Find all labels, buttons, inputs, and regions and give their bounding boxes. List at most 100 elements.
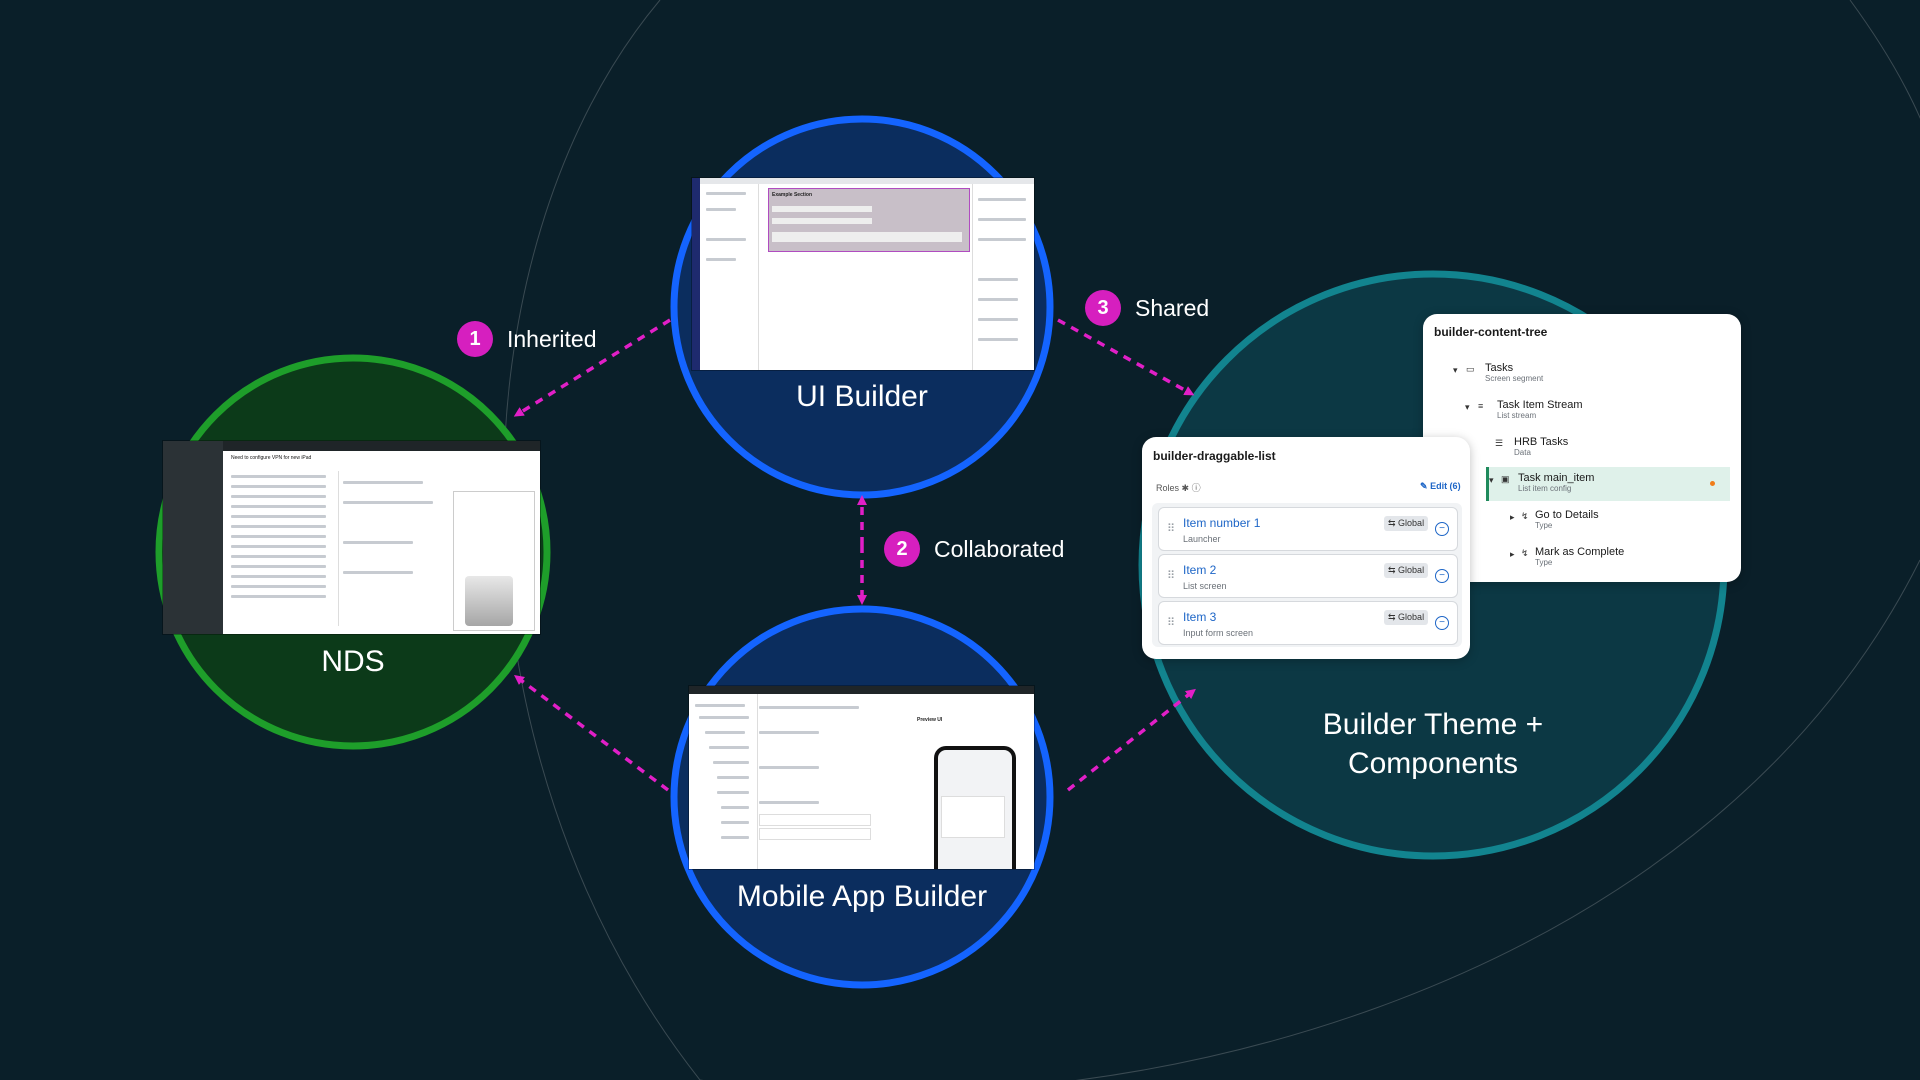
list-item-name[interactable]: Item 2: [1183, 563, 1217, 577]
remove-icon[interactable]: −: [1435, 522, 1449, 536]
builder-theme-label-line2: Components: [1347, 747, 1519, 780]
arrow-shared: [1057, 318, 1195, 396]
nds-label: NDS: [321, 645, 385, 678]
tree-node-sub: Type: [1535, 521, 1553, 530]
list-icon: ≡: [1478, 401, 1484, 411]
list-item[interactable]: ⠿ Item 3 Input form screen ⇆ Global −: [1158, 601, 1458, 645]
nds-right-panel: [453, 491, 535, 631]
modified-dot-icon: [1710, 481, 1715, 486]
caret-right-icon[interactable]: ▸: [1510, 549, 1515, 559]
tree-node-mark-as-complete[interactable]: ▸ ↯ Mark as Complete Type: [1510, 546, 1625, 567]
tree-node-sub: Data: [1514, 448, 1531, 457]
action-icon: ↯: [1521, 548, 1529, 558]
list-item[interactable]: ⠿ Item 2 List screen ⇆ Global −: [1158, 554, 1458, 598]
drag-handle-icon[interactable]: ⠿: [1167, 570, 1175, 582]
roles-row: Roles ✱ ⓘ: [1156, 481, 1201, 494]
tree-node-label: HRB Tasks: [1514, 436, 1569, 448]
tree-node-sub: List item config: [1518, 484, 1572, 493]
global-icon: ⇆: [1388, 565, 1399, 575]
remove-icon[interactable]: −: [1435, 569, 1449, 583]
nds-screenshot: Need to configure VPN for new iPad: [163, 441, 540, 634]
mobile-app-builder-label: Mobile App Builder: [736, 880, 988, 913]
ipad-image: [465, 576, 513, 626]
background-arc-right: [1849, 0, 1920, 260]
tree-node-selected-row[interactable]: [1486, 467, 1730, 501]
tree-node-hrb-tasks[interactable]: ☰ HRB Tasks Data: [1495, 436, 1569, 457]
tree-node-sub: Screen segment: [1485, 374, 1544, 383]
card-icon: ▣: [1501, 474, 1510, 484]
relation-inherited: 1 Inherited: [457, 321, 597, 357]
ui-builder-screenshot: Example Section: [692, 178, 1034, 370]
ui-builder-left-rail: [692, 178, 700, 370]
global-tag: ⇆ Global: [1384, 610, 1429, 625]
caret-down-icon[interactable]: ▾: [1465, 402, 1470, 412]
relation-collaborated: 2 Collaborated: [884, 531, 1064, 567]
arrow-mobile-to-theme: [1066, 688, 1196, 792]
mobile-tree-panel: [689, 694, 758, 869]
list-item-name[interactable]: Item number 1: [1183, 516, 1261, 530]
drag-handle-icon[interactable]: ⠿: [1167, 617, 1175, 629]
nds-tabbar: [223, 441, 540, 451]
roles-label: Roles: [1156, 483, 1180, 493]
tree-node-task-main-item[interactable]: ▾ ▣ Task main_item List item config: [1489, 472, 1595, 493]
tree-node-label: Mark as Complete: [1535, 546, 1625, 558]
builder-theme-label-line1: Builder Theme +: [1322, 708, 1544, 741]
ui-builder-label: UI Builder: [796, 380, 928, 413]
content-tree-card: builder-content-tree ▾ ▭ Tasks Screen se…: [1423, 314, 1741, 582]
tree-node-label: Go to Details: [1535, 509, 1599, 521]
edit-roles-label: Edit (6): [1430, 481, 1461, 491]
action-icon: ↯: [1521, 511, 1529, 521]
caret-right-icon[interactable]: ▸: [1510, 512, 1515, 522]
mobile-app-builder-screenshot: Preview UI: [689, 686, 1034, 869]
relation-number-badge: 2: [884, 531, 920, 567]
remove-icon[interactable]: −: [1435, 616, 1449, 630]
edit-icon: ✎: [1420, 481, 1428, 491]
caret-down-icon[interactable]: ▾: [1453, 365, 1458, 375]
nds-heading: Need to configure VPN for new iPad: [231, 455, 312, 461]
global-tag: ⇆ Global: [1384, 516, 1429, 531]
tree-node-go-to-details[interactable]: ▸ ↯ Go to Details Type: [1510, 509, 1599, 530]
builder-theme-label: Builder Theme + Components: [1233, 705, 1633, 783]
relation-label: Shared: [1135, 294, 1210, 321]
relation-label: Collaborated: [934, 535, 1065, 562]
tree-node-label: Tasks: [1485, 362, 1514, 374]
list-item-name[interactable]: Item 3: [1183, 610, 1217, 624]
ui-builder-section-title: Example Section: [772, 192, 813, 198]
required-asterisk-icon: ✱: [1181, 483, 1190, 493]
ui-builder-right-panel: [972, 184, 1034, 370]
global-tag-label: Global: [1398, 565, 1425, 575]
caret-down-icon[interactable]: ▾: [1489, 475, 1494, 485]
content-tree-title: builder-content-tree: [1434, 325, 1548, 339]
tree-node-tasks[interactable]: ▾ ▭ Tasks Screen segment: [1453, 362, 1544, 383]
arrow-nds-to-mobile: [513, 675, 670, 792]
mobile-preview-title: Preview UI: [917, 717, 943, 723]
info-icon: ⓘ: [1191, 483, 1201, 493]
background-arc-bottom: [700, 559, 1920, 1080]
folder-icon: ▭: [1466, 364, 1475, 374]
global-icon: ⇆: [1388, 518, 1399, 528]
global-tag: ⇆ Global: [1384, 563, 1429, 578]
draggable-list-card: builder-draggable-list Roles ✱ ⓘ ✎ Edit …: [1142, 437, 1470, 659]
ui-builder-left-panel: [700, 184, 759, 370]
global-tag-label: Global: [1398, 612, 1425, 622]
relation-number-badge: 1: [457, 321, 493, 357]
draggable-list-title: builder-draggable-list: [1153, 449, 1276, 463]
list-item[interactable]: ⠿ Item number 1 Launcher ⇆ Global −: [1158, 507, 1458, 551]
list-item-sub: Launcher: [1183, 534, 1221, 544]
database-icon: ☰: [1495, 438, 1504, 448]
tree-node-label: Task Item Stream: [1497, 399, 1583, 411]
edit-roles-link[interactable]: ✎ Edit (6): [1420, 481, 1461, 492]
relation-label: Inherited: [507, 325, 597, 352]
tree-node-task-item-stream[interactable]: ▾ ≡ Task Item Stream List stream: [1465, 399, 1583, 420]
nds-sidebar: [163, 441, 223, 634]
relation-number-badge: 3: [1085, 290, 1121, 326]
drag-handle-icon[interactable]: ⠿: [1167, 523, 1175, 535]
tree-node-label: Task main_item: [1518, 472, 1595, 484]
list-item-sub: List screen: [1183, 581, 1227, 591]
tree-node-sub: Type: [1535, 558, 1553, 567]
tree-node-sub: List stream: [1497, 411, 1537, 420]
list-item-sub: Input form screen: [1183, 628, 1254, 638]
relation-shared: 3 Shared: [1085, 290, 1209, 326]
global-icon: ⇆: [1388, 612, 1399, 622]
global-tag-label: Global: [1398, 518, 1425, 528]
